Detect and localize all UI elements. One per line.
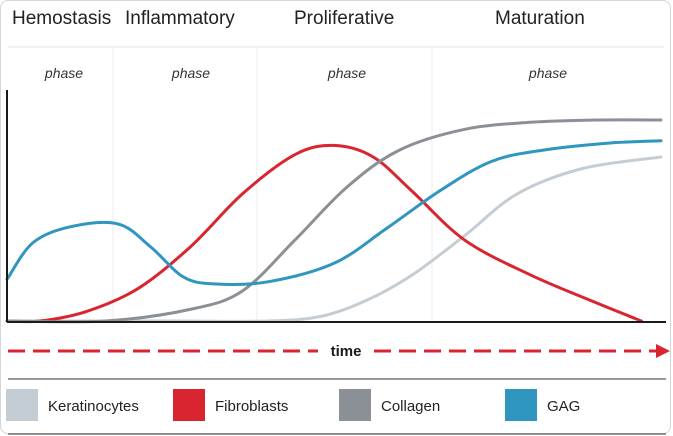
time-axis-label: time [331,343,362,360]
legend-label-collagen: Collagen [381,398,440,415]
phase-title-proliferative: Proliferative [294,8,394,29]
phase-sub-proliferative: phase [327,65,366,81]
legend-label-fibroblasts: Fibroblasts [215,398,288,415]
phase-sub-maturation: phase [528,65,567,81]
phase-title-maturation: Maturation [495,8,585,29]
phase-sub-hemostasis: phase [44,65,83,81]
legend-label-keratinocytes: Keratinocytes [48,398,139,415]
legend-swatch-fibroblasts [173,389,205,421]
legend: Keratinocytes Fibroblasts Collagen GAG [6,389,580,421]
legend-label-gag: GAG [547,398,580,415]
series-line-keratinocytes [5,155,663,323]
phase-title-hemostasis: Hemostasis [12,8,111,29]
phase-sub-inflammatory: phase [171,65,210,81]
phase-title-inflammatory: Inflammatory [125,8,235,29]
series-layer [5,118,663,324]
series-line-collagen [5,118,663,324]
legend-swatch-keratinocytes [6,389,38,421]
time-arrowhead [656,344,670,358]
legend-swatch-gag [505,389,537,421]
legend-swatch-collagen [339,389,371,421]
series-line-gag [5,139,663,287]
series-line-fibroblasts [5,143,643,324]
